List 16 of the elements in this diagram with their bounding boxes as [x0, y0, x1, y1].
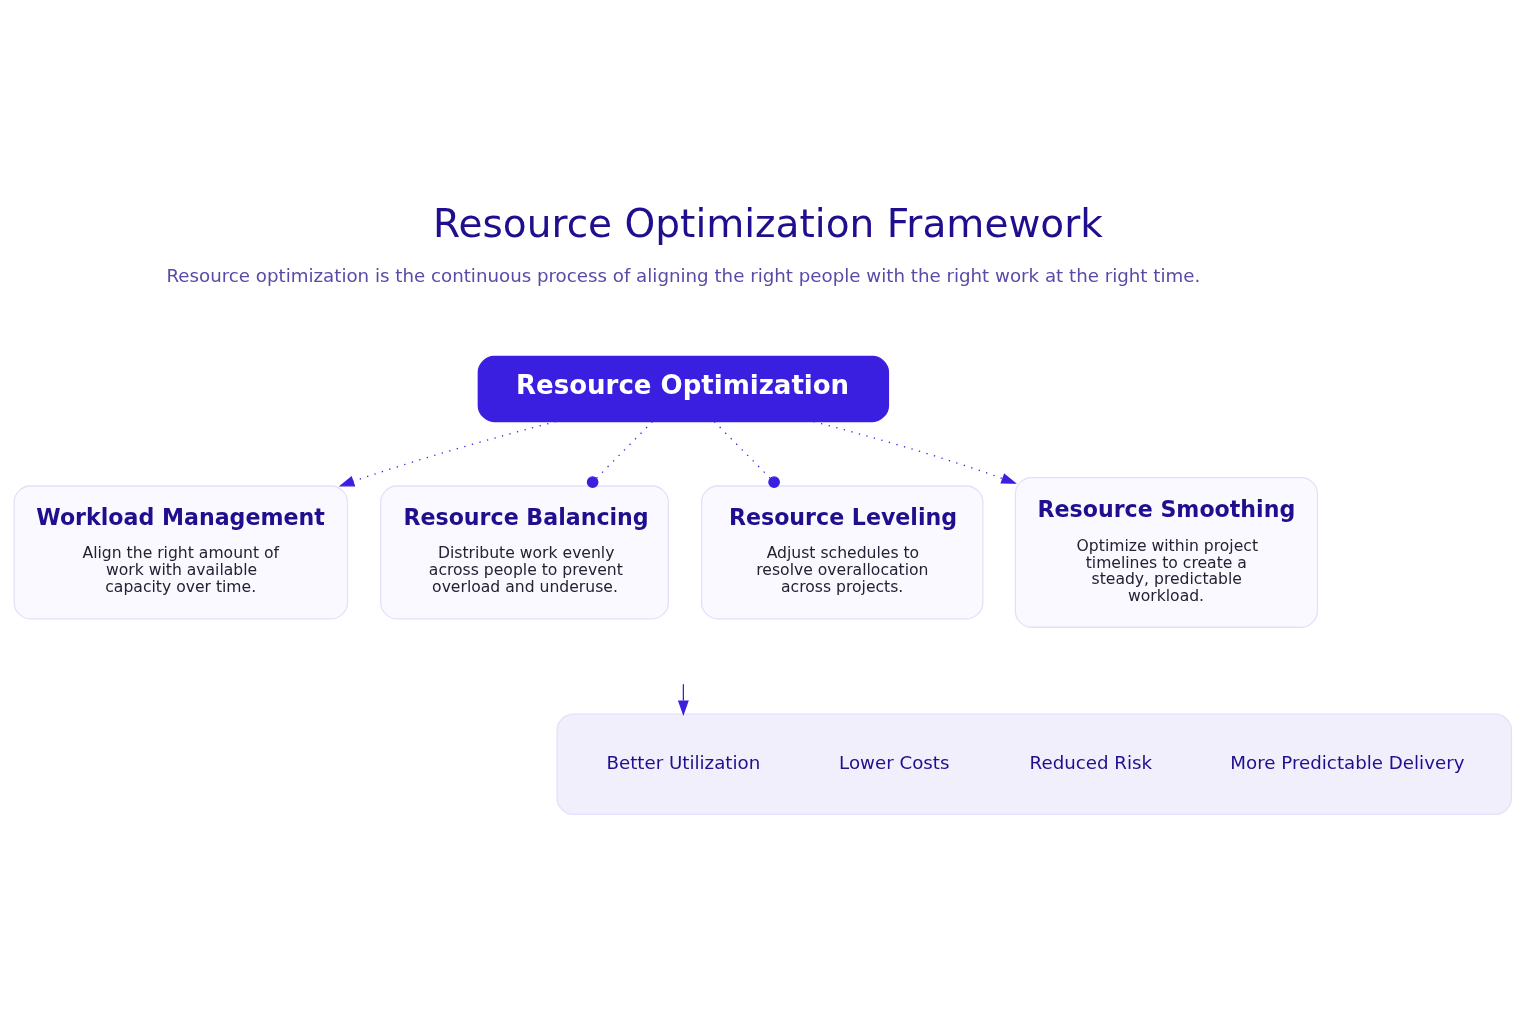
node-box: Resource Balancing Distribute work evenly across people to prevent overload and underuse.	[380, 484, 670, 619]
arrow	[812, 420, 1017, 484]
node-text: Lower Costs	[839, 751, 950, 773]
node-box: Resource Leveling Adjust schedules to resolve overallocation across projects.	[700, 484, 984, 619]
node-text: Better Utilization	[606, 751, 761, 773]
arrow	[338, 420, 557, 486]
node-text: More Predictable Delivery	[1230, 751, 1465, 773]
cluster	[556, 712, 1513, 815]
connector	[713, 420, 780, 488]
diagram-title: Resource Optimization Framework	[433, 200, 1103, 246]
label: Resource optimization is the continuous process of aligning the right people with the right work at the right time.	[166, 264, 1201, 286]
node-text: Reduced Risk	[1029, 751, 1153, 773]
node-box: Resource Optimization	[477, 355, 890, 422]
node-box: Resource Smoothing Optimize within project timelines to create a steady, predictable workload.	[1014, 476, 1319, 628]
node-box: Workload Management Align the right amount of work with available capacity over time.	[13, 484, 349, 619]
connector	[586, 420, 653, 488]
